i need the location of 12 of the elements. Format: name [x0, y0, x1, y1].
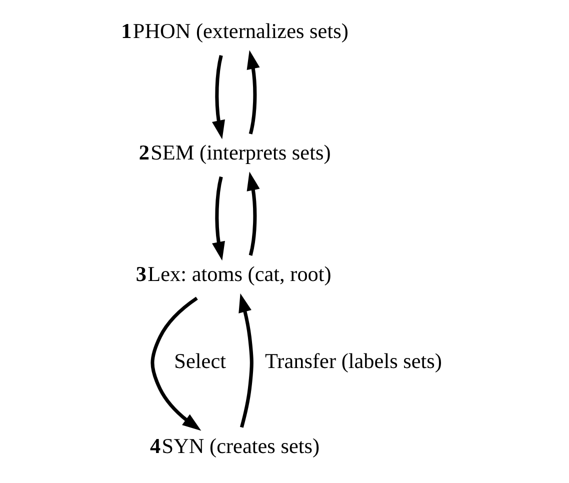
arrow — [150, 296, 201, 431]
node-text: 1PHON (externalizes sets) — [120, 19, 348, 44]
arrow — [246, 50, 260, 134]
edge-label: Select — [174, 349, 226, 374]
arrow — [238, 293, 253, 428]
node-text: 2SEM (interprets sets) — [138, 140, 330, 164]
arrow — [246, 172, 260, 256]
edge-label: Transfer (labels sets) — [264, 349, 442, 374]
arrow — [212, 176, 224, 261]
node-text: 4SYN (creates sets) — [150, 434, 320, 458]
node-text: 3Lex: atoms (cat, root) — [135, 262, 331, 286]
arrow — [212, 55, 224, 140]
